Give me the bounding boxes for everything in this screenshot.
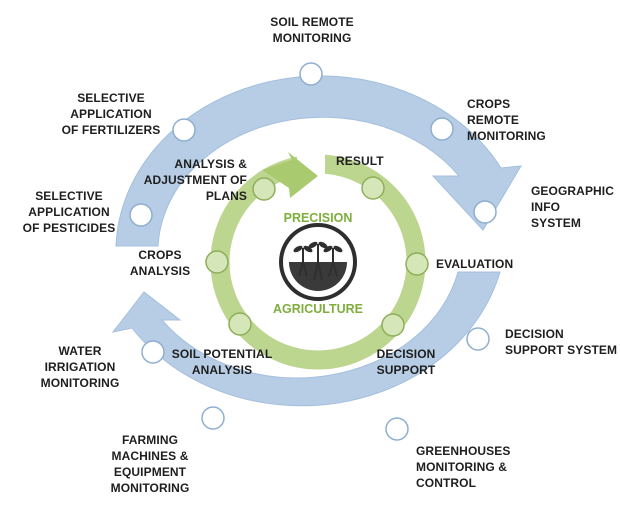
inner-node-decision: [381, 313, 405, 337]
label-result: RESULT: [336, 154, 384, 168]
seedling-soil-icon: [279, 223, 357, 301]
label-crops-remote-monitoring: CROPS REMOTE MONITORING: [467, 97, 546, 143]
label-decision-support: DECISION SUPPORT: [376, 347, 436, 377]
label-decision-support-system: DECISION SUPPORT SYSTEM: [505, 327, 618, 357]
inner-node-adjustment: [252, 177, 276, 201]
outer-cycle-lower-arrow: [111, 271, 501, 407]
label-soil-remote-monitoring: SOIL REMOTE MONITORING: [270, 15, 354, 45]
label-geographic-info-system: GEOGRAPHIC INFO SYSTEM: [531, 184, 615, 230]
label-greenhouses-monitoring: GREENHOUSES MONITORING & CONTROL: [416, 444, 511, 490]
outer-node-soil-remote: [299, 62, 323, 86]
center-title-bottom: AGRICULTURE: [272, 302, 364, 316]
outer-node-pesticides: [129, 203, 153, 227]
outer-node-decision-system: [466, 327, 490, 351]
outer-node-water-irrigation: [141, 340, 165, 364]
label-selective-fertilizers: SELECTIVE APPLICATION OF FERTILIZERS: [61, 91, 161, 137]
outer-node-farming-machines: [201, 406, 225, 430]
label-selective-pesticides: SELECTIVE APPLICATION OF PESTICIDES: [22, 189, 116, 235]
outer-node-greenhouses: [385, 417, 409, 441]
outer-cycle-upper-arrow: [115, 75, 522, 247]
outer-node-crops-remote: [430, 117, 454, 141]
label-crops-analysis: CROPS ANALYSIS: [129, 248, 191, 278]
label-water-irrigation: WATER IRRIGATION MONITORING: [40, 344, 120, 390]
inner-node-soil-potential: [228, 312, 252, 336]
label-farming-machines: FARMING MACHINES & EQUIPMENT MONITORING: [110, 433, 190, 495]
label-analysis-adjustment: ANALYSIS & ADJUSTMENT OF PLANS: [143, 157, 247, 203]
inner-node-crops-analysis: [205, 250, 229, 274]
outer-node-geographic: [473, 200, 497, 224]
label-evaluation: EVALUATION: [436, 257, 514, 271]
label-soil-potential-analysis: SOIL POTENTIAL ANALYSIS: [171, 347, 273, 377]
inner-node-result: [361, 176, 385, 200]
inner-cycle-arrow-head: [262, 152, 318, 198]
center-title-top: PRECISION: [283, 211, 353, 225]
inner-node-evaluation: [405, 252, 429, 276]
outer-node-fertilizers: [172, 118, 196, 142]
